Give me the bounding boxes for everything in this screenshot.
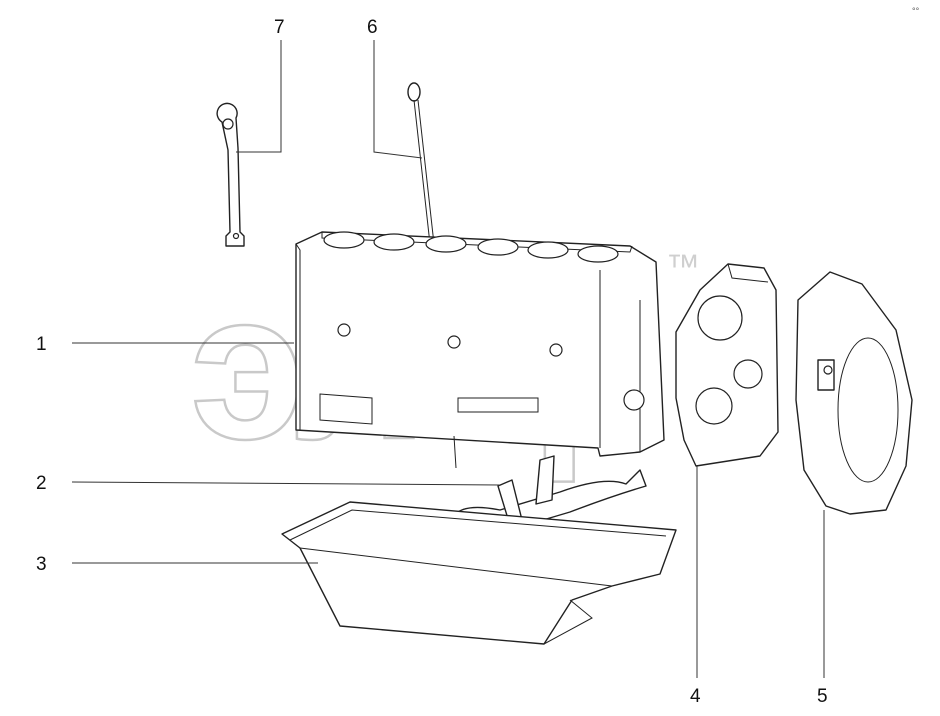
corner-mark: °° bbox=[912, 6, 920, 16]
cylinder-bores bbox=[323, 231, 619, 263]
callout-labels: 1 2 3 4 5 6 7 bbox=[36, 17, 828, 707]
part-1-cylinder-block[interactable] bbox=[295, 231, 665, 469]
callout-3: 3 bbox=[36, 554, 47, 575]
callout-5: 5 bbox=[817, 686, 828, 707]
callout-4: 4 bbox=[690, 686, 701, 707]
part-3-oil-pan[interactable] bbox=[281, 501, 677, 645]
trademark-symbol: ™ bbox=[666, 248, 700, 286]
part-7-bracket[interactable] bbox=[216, 102, 245, 247]
part-5-flywheel-housing[interactable] bbox=[795, 271, 913, 515]
callout-1: 1 bbox=[36, 334, 47, 355]
callout-6: 6 bbox=[367, 17, 378, 38]
part-4-timing-cover[interactable] bbox=[675, 263, 779, 467]
callout-7: 7 bbox=[274, 17, 285, 38]
leader-lines bbox=[71, 40, 825, 678]
callout-2: 2 bbox=[36, 473, 47, 494]
